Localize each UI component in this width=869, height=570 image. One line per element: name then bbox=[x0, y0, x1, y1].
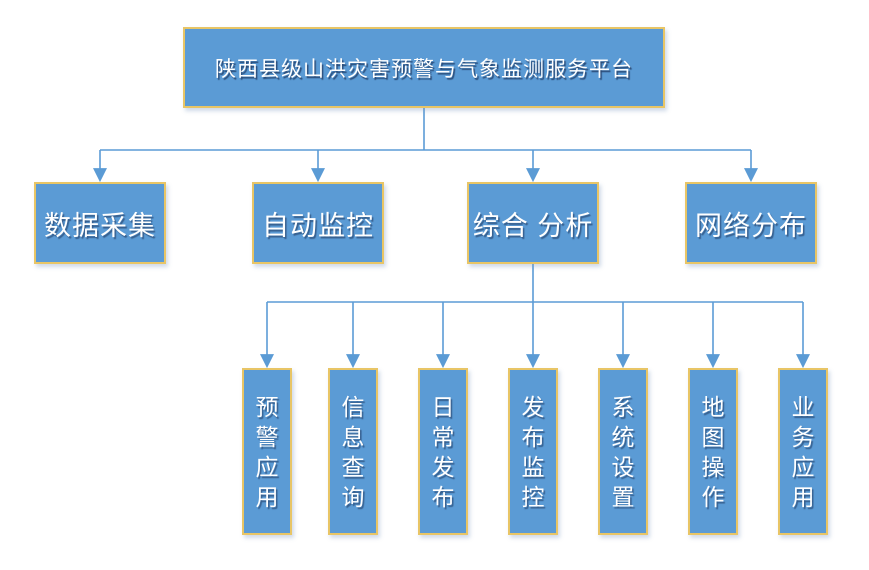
connector-level1 bbox=[93, 108, 758, 183]
node-auto-monitoring: 自动监控 bbox=[252, 182, 384, 264]
node-information-query-label: 信息查询 bbox=[341, 393, 365, 510]
node-business-application-label: 业务应用 bbox=[791, 393, 815, 510]
node-information-query: 信息查询 bbox=[328, 368, 378, 535]
node-system-settings-label: 系统设置 bbox=[611, 393, 635, 510]
node-map-operation-label: 地图操作 bbox=[701, 393, 725, 510]
node-daily-release-label: 日常发布 bbox=[431, 393, 455, 510]
node-release-monitoring-label: 发布监控 bbox=[521, 393, 545, 510]
node-business-application: 业务应用 bbox=[778, 368, 828, 535]
node-map-operation: 地图操作 bbox=[688, 368, 738, 535]
node-release-monitoring: 发布监控 bbox=[508, 368, 558, 535]
node-system-settings: 系统设置 bbox=[598, 368, 648, 535]
node-warning-application-label: 预警应用 bbox=[255, 393, 279, 510]
node-comprehensive-analysis-label: 综合 分析 bbox=[472, 210, 594, 241]
node-platform-title: 陕西县级山洪灾害预警与气象监测服务平台 bbox=[183, 27, 665, 108]
node-network-distribution: 网络分布 bbox=[685, 182, 817, 264]
node-warning-application: 预警应用 bbox=[242, 368, 292, 535]
node-platform-title-label: 陕西县级山洪灾害预警与气象监测服务平台 bbox=[215, 57, 633, 81]
node-daily-release: 日常发布 bbox=[418, 368, 468, 535]
node-data-collection: 数据采集 bbox=[34, 182, 166, 264]
node-auto-monitoring-label: 自动监控 bbox=[262, 210, 374, 241]
node-data-collection-label: 数据采集 bbox=[44, 210, 156, 241]
node-comprehensive-analysis: 综合 分析 bbox=[467, 182, 599, 264]
connector-level2 bbox=[260, 264, 810, 369]
node-network-distribution-label: 网络分布 bbox=[695, 210, 807, 241]
